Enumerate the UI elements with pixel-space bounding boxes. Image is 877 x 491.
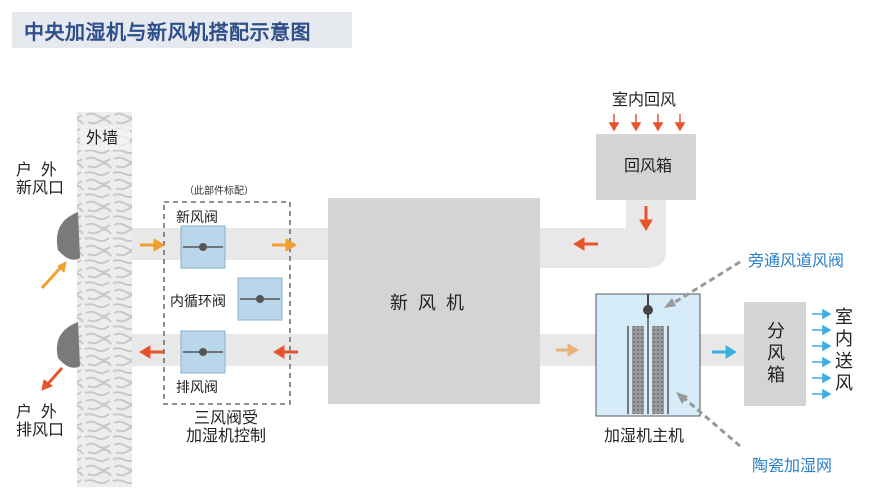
- outdoor-fresh-inlet-label: 户 外 新风口: [16, 162, 65, 197]
- fresh-air-unit-label: 新 风 机: [390, 293, 465, 313]
- indoor-supply-label: 室 内 送 风: [835, 307, 853, 393]
- valve-group-outline: [163, 201, 291, 405]
- ceramic-net-label: 陶瓷加湿网: [752, 458, 833, 475]
- standard-part-note: （此部件标配）: [184, 186, 254, 197]
- callout-bypass: [664, 260, 741, 308]
- fresh-air-valve-label: 新风阀: [176, 209, 218, 225]
- arrow-indoor-supply: [812, 308, 832, 400]
- outer-wall: [77, 112, 132, 487]
- arrow-to-humidifier: [556, 343, 579, 357]
- internal-circ-valve: [237, 277, 283, 321]
- fresh-air-unit: [328, 198, 540, 404]
- arrow-exhaust: [41, 206, 653, 391]
- humidifier-nozzle: [643, 305, 653, 315]
- fresh-inlet-hood: [56, 212, 80, 260]
- ceramic-mesh-right: [652, 326, 664, 414]
- arrow-indoor-return: [608, 114, 686, 132]
- bypass-valve-label: 旁通风道风阀: [748, 253, 845, 270]
- internal-circ-valve-label: 内循环阀: [170, 293, 226, 309]
- three-valve-note: 三风阀受 加湿机控制: [186, 410, 267, 445]
- arrow-fresh-inlet: [40, 238, 297, 290]
- humidifier-host-label: 加湿机主机: [604, 428, 685, 445]
- exhaust-hood: [56, 322, 80, 368]
- distribution-box: [744, 302, 806, 406]
- return-box-label: 回风箱: [624, 158, 673, 175]
- exhaust-valve-label: 排风阀: [176, 379, 218, 395]
- title-banner: [12, 12, 352, 48]
- return-box: [596, 134, 696, 200]
- fresh-air-valve: [180, 225, 226, 269]
- outer-wall-label-bg: [80, 126, 130, 150]
- page-title: 中央加湿机与新风机搭配示意图: [24, 22, 311, 44]
- exhaust-valve: [180, 330, 226, 374]
- supply-duct-2: [700, 334, 744, 366]
- outdoor-exhaust-label: 户 外 排风口: [16, 404, 65, 439]
- indoor-return-label: 室内回风: [612, 92, 677, 109]
- arrow-to-distribution: [712, 345, 737, 359]
- ceramic-mesh-left: [632, 326, 644, 414]
- fresh-duct: [132, 228, 328, 260]
- callout-ceramic: [676, 392, 741, 448]
- outer-wall-label: 外墙: [86, 130, 119, 147]
- exhaust-duct: [132, 334, 328, 366]
- distribution-box-label: 分 风 箱: [767, 321, 785, 385]
- return-duct-bend: [626, 200, 666, 268]
